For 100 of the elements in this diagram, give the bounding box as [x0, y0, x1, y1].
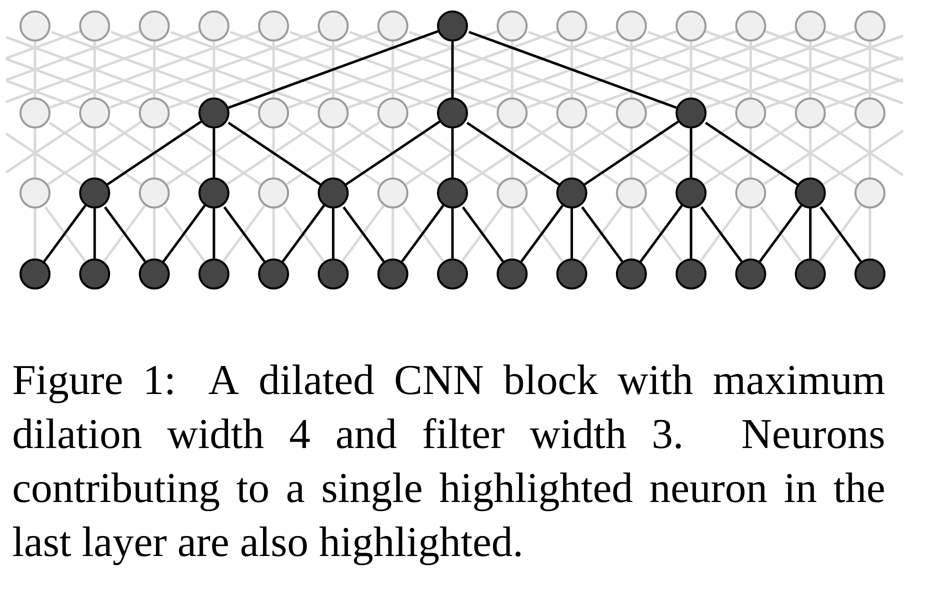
- connection-line: [392, 42, 394, 98]
- neuron-circle: [258, 98, 290, 128]
- figure-caption: Figure 1: A dilated CNN block with maximum dilation width 4 and filter width 3. Neurons contributing to a single highlighted neuron in the last layer are also highlighted.: [13, 364, 885, 566]
- connection-line: [392, 208, 394, 258]
- neuron-circle: [138, 178, 170, 208]
- connection-line: [749, 208, 752, 258]
- connection-line: [630, 208, 633, 258]
- connection-line: [630, 128, 633, 178]
- connection-line: [749, 128, 752, 178]
- connection-line: [809, 208, 812, 258]
- neuron-circle: [794, 10, 826, 42]
- connection-line: [212, 128, 216, 178]
- connection-line: [510, 42, 514, 98]
- connection-line: [272, 208, 275, 258]
- neuron-circle: [79, 98, 110, 128]
- neuron-circle: [854, 178, 886, 208]
- neuron-circle: [436, 258, 468, 290]
- neuron-circle: [735, 258, 766, 290]
- neuron-circle: [318, 98, 349, 128]
- connection-line: [570, 128, 574, 178]
- neuron-circle: [138, 10, 170, 42]
- neuron-circle: [616, 258, 647, 290]
- neuron-circle: [318, 178, 349, 208]
- neuron-circle: [794, 178, 826, 208]
- neuron-circle: [556, 98, 588, 128]
- connection-line: [6, 36, 200, 109]
- connection-line: [6, 30, 80, 60]
- neuron-circle: [198, 178, 230, 208]
- neuron-circle: [258, 10, 290, 42]
- neuron-circle: [854, 258, 886, 290]
- connection-line: [809, 128, 812, 178]
- connection-line: [822, 120, 904, 176]
- neuron-circle: [198, 98, 230, 128]
- connection-line: [570, 42, 574, 98]
- neuron-circle: [318, 258, 349, 290]
- connection-line: [809, 42, 812, 98]
- neuron-circle: [854, 98, 886, 128]
- neuron-circle: [20, 178, 50, 208]
- connection-line: [332, 208, 334, 258]
- connection-line: [212, 208, 216, 258]
- neuron-circle: [676, 98, 707, 128]
- neuron-circle: [138, 258, 170, 290]
- neuron-circle: [676, 10, 707, 42]
- neuron-circle: [794, 258, 826, 290]
- neuron-circle: [318, 10, 349, 42]
- neuron-circle: [20, 10, 50, 42]
- connection-line: [690, 128, 692, 178]
- connection-line: [93, 42, 96, 98]
- connection-line: [510, 128, 514, 178]
- connection-line: [392, 128, 394, 178]
- neuron-circle: [377, 98, 408, 128]
- connection-line: [272, 128, 275, 178]
- connection-line: [824, 30, 904, 61]
- neuron-circle: [496, 178, 528, 208]
- connection-line: [332, 128, 334, 178]
- neuron-circle: [735, 10, 766, 42]
- connection-line: [93, 208, 96, 258]
- neuron-circle: [258, 258, 290, 290]
- connection-line: [153, 42, 156, 98]
- connection-line: [6, 30, 140, 82]
- neuron-circle: [436, 10, 468, 42]
- neuron-circle: [198, 10, 230, 42]
- connection-line: [822, 130, 904, 186]
- connection-line: [6, 58, 140, 109]
- neuron-circle: [377, 10, 408, 42]
- connection-line: [153, 208, 156, 258]
- connection-line: [824, 78, 904, 109]
- neuron-circle: [79, 10, 110, 42]
- connection-line: [34, 128, 36, 178]
- neuron-circle: [676, 178, 707, 208]
- connection-line: [5, 120, 82, 174]
- neuron-circle: [496, 258, 528, 290]
- neuron-circle: [794, 98, 826, 128]
- connection-line: [570, 208, 574, 258]
- neuron-circle: [436, 98, 468, 128]
- neuron-circle: [138, 98, 170, 128]
- connection-line: [212, 42, 216, 98]
- neuron-circle: [79, 178, 110, 208]
- neuron-circle: [258, 178, 290, 208]
- neuron-circle: [198, 258, 230, 290]
- connection-line: [868, 128, 872, 178]
- connection-line: [868, 42, 872, 98]
- connection-line: [272, 42, 275, 98]
- connection-line: [764, 56, 904, 109]
- connection-line: [332, 42, 334, 98]
- neuron-circle: [377, 178, 408, 208]
- neuron-circle: [556, 10, 588, 42]
- connection-line: [34, 208, 36, 258]
- neuron-circle: [616, 178, 647, 208]
- neuron-circle: [377, 258, 408, 290]
- neuron-circle: [854, 10, 886, 42]
- connection-line: [451, 128, 454, 178]
- neuron-circle: [79, 258, 110, 290]
- connection-line: [6, 80, 80, 109]
- neuron-circle: [436, 178, 468, 208]
- neuron-circle: [556, 258, 588, 290]
- neuron-circle: [20, 98, 50, 128]
- connection-line: [5, 132, 82, 186]
- neuron-circle: [735, 178, 766, 208]
- connection-line: [451, 42, 454, 98]
